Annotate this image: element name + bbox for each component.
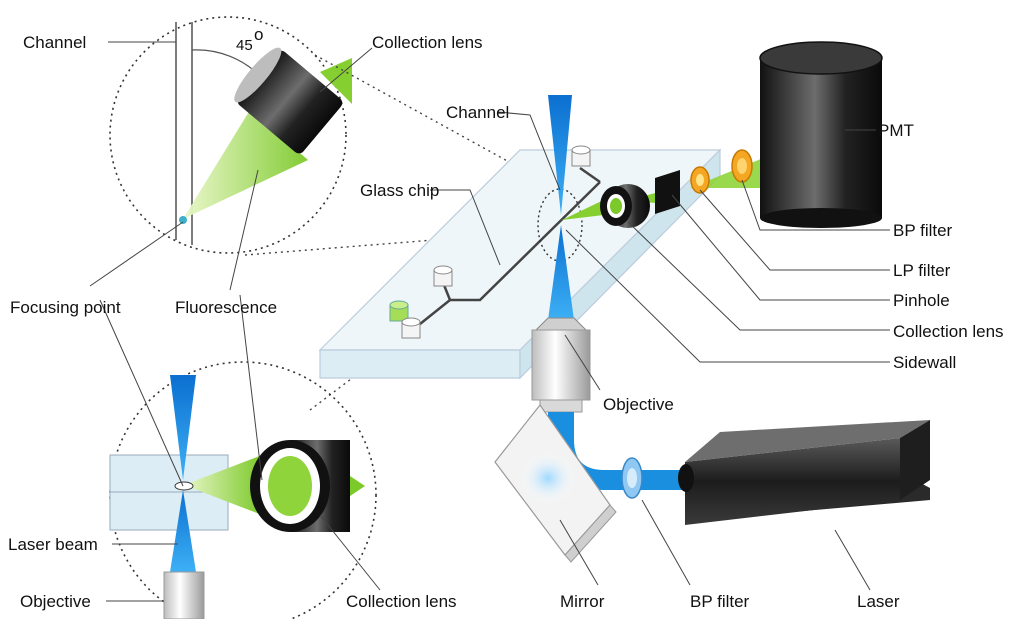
label-objective-mid: Objective (603, 395, 674, 414)
label-angle-degree: o (254, 25, 263, 44)
lp-filter (690, 166, 710, 194)
label-fluorescence: Fluorescence (175, 298, 277, 317)
lens-exit-beam-top (320, 58, 352, 104)
label-focusing-point: Focusing point (10, 298, 121, 317)
objective-main (531, 317, 591, 413)
zoom-line-top (314, 54, 561, 191)
label-pmt: PMT (878, 121, 914, 140)
reservoir-3 (389, 300, 409, 322)
bp-filter-lower (621, 457, 643, 499)
reservoir-2 (433, 265, 453, 287)
collection-lens-top (234, 47, 343, 154)
label-collection-lens-bottom: Collection lens (346, 592, 457, 611)
pmt (759, 41, 883, 228)
label-laser-beam: Laser beam (8, 535, 98, 554)
label-laser: Laser (857, 592, 900, 611)
label-collection-lens-right: Collection lens (893, 322, 1004, 341)
focusing-point-zoom (174, 481, 194, 491)
collection-lens-zoom (250, 440, 365, 532)
label-objective-bottom: Objective (20, 592, 91, 611)
label-collection-lens-top: Collection lens (372, 33, 483, 52)
fluorescence-cone-top (183, 110, 308, 219)
mirror (494, 403, 617, 563)
laser-cone-upper (548, 95, 572, 215)
collection-lens-main (600, 184, 650, 228)
label-bp-filter-bottom: BP filter (690, 592, 750, 611)
laser (678, 420, 930, 525)
zoom-circle-top (109, 16, 352, 254)
label-glass-chip: Glass chip (360, 181, 439, 200)
label-lp-filter: LP filter (893, 261, 951, 280)
reservoir-4 (401, 317, 421, 339)
reservoir-1 (571, 145, 591, 167)
fluorescence-cone-zoom (184, 455, 262, 515)
pinhole (655, 170, 680, 214)
label-bp-filter-right: BP filter (893, 221, 953, 240)
fluorescence-beam-main (562, 196, 612, 220)
label-sidewall: Sidewall (893, 353, 956, 372)
label-channel-top: Channel (23, 33, 86, 52)
laser-cone-lower (548, 225, 574, 320)
bp-filter-upper (731, 149, 753, 183)
focusing-point-dot (179, 216, 187, 224)
laser-cone-zoom-upper (170, 375, 196, 480)
objective-zoom (163, 571, 205, 619)
laser-cone-zoom-lower (170, 490, 196, 572)
zoom-circle-bottom (109, 361, 377, 619)
label-angle: 45 (236, 37, 253, 54)
label-channel-mid: Channel (446, 103, 509, 122)
label-mirror: Mirror (560, 592, 605, 611)
leader-lines (89, 41, 890, 602)
zoom-line-top-lower (244, 229, 561, 256)
label-pinhole: Pinhole (893, 291, 950, 310)
